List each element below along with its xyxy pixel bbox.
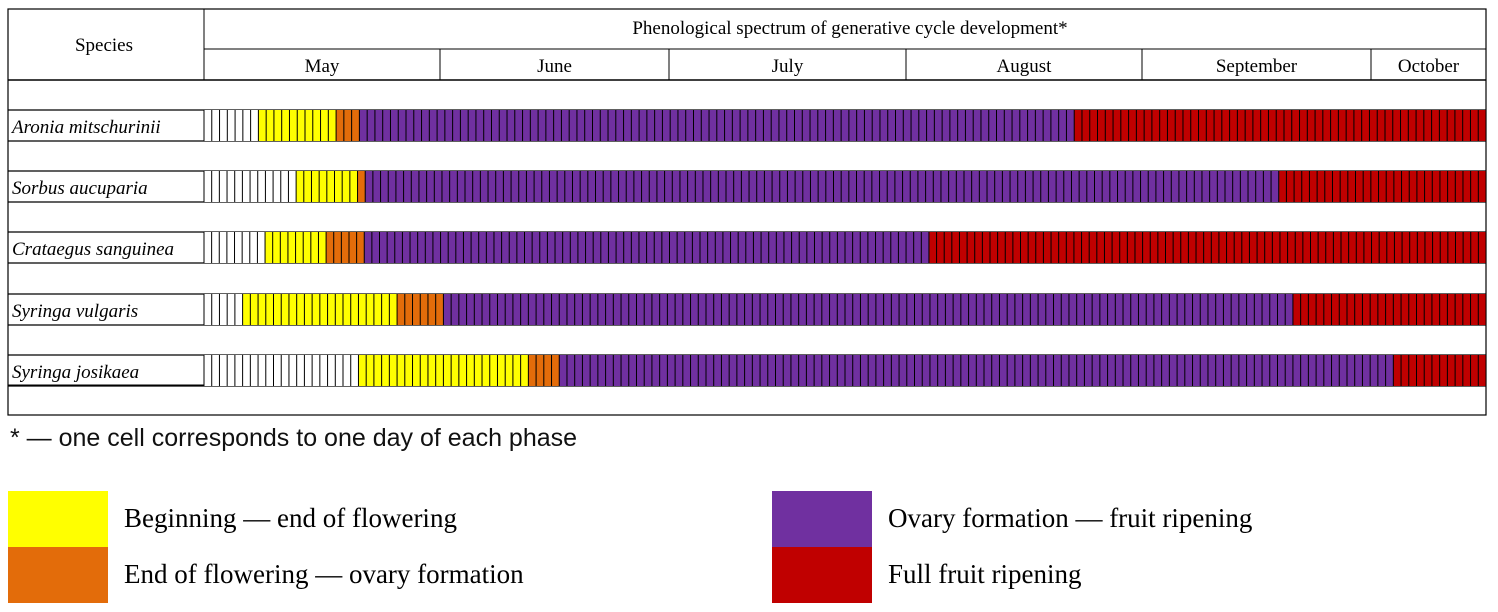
month-label-july: July (772, 56, 804, 77)
phase-segment-ripe (1278, 171, 1486, 202)
legend-swatch-ovary (772, 491, 872, 547)
phase-segment-ripe (928, 232, 1486, 263)
species-label-sorbus-aucuparia: Sorbus aucuparia (12, 178, 148, 199)
month-label-october: October (1398, 56, 1460, 77)
phase-segment-ovary (365, 171, 1279, 202)
legend-swatch-flowering (8, 491, 108, 547)
legend-swatch-ripening (772, 547, 872, 603)
phase-segment-post (336, 110, 360, 141)
footnote: * — one cell corresponds to one day of e… (10, 424, 578, 452)
species-label-syringa-vulgaris: Syringa vulgaris (12, 301, 138, 322)
month-labels: May June July August September October (305, 49, 1460, 80)
legend-swatch-post-flowering (8, 547, 108, 603)
legend-label-ovary: Ovary formation — fruit ripening (888, 503, 1253, 533)
phenological-chart: Species Phenological spectrum of generat… (7, 8, 1487, 416)
row-crataegus-sanguinea: Crataegus sanguinea (8, 231, 1487, 264)
phase-segment-post (357, 171, 366, 202)
month-label-august: August (997, 56, 1053, 77)
row-sorbus-aucuparia: Sorbus aucuparia (8, 170, 1487, 203)
month-label-september: September (1216, 56, 1298, 77)
species-header: Species (75, 35, 133, 56)
phase-segment-ripe (1074, 110, 1486, 141)
legend-label-flowering: Beginning — end of flowering (124, 503, 457, 533)
month-label-may: May (305, 56, 340, 77)
row-syringa-josikaea: Syringa josikaea (8, 354, 1487, 387)
chart-title: Phenological spectrum of generative cycl… (632, 18, 1067, 39)
species-label-aronia-mitschurinii: Aronia mitschurinii (10, 117, 161, 138)
row-syringa-vulgaris: Syringa vulgaris (8, 293, 1487, 326)
phase-segment-ripe (1292, 294, 1486, 325)
phase-segment-pre (204, 110, 259, 141)
phase-segment-post (326, 232, 365, 263)
legend-label-ripening: Full fruit ripening (888, 559, 1082, 589)
month-label-june: June (537, 56, 572, 77)
row-aronia-mitschurinii: Aronia mitschurinii (8, 109, 1487, 142)
species-label-syringa-josikaea: Syringa josikaea (12, 362, 139, 383)
species-label-crataegus-sanguinea: Crataegus sanguinea (12, 239, 174, 260)
legend-label-post-flowering: End of flowering — ovary formation (124, 559, 524, 589)
phase-segment-pre (204, 294, 243, 325)
